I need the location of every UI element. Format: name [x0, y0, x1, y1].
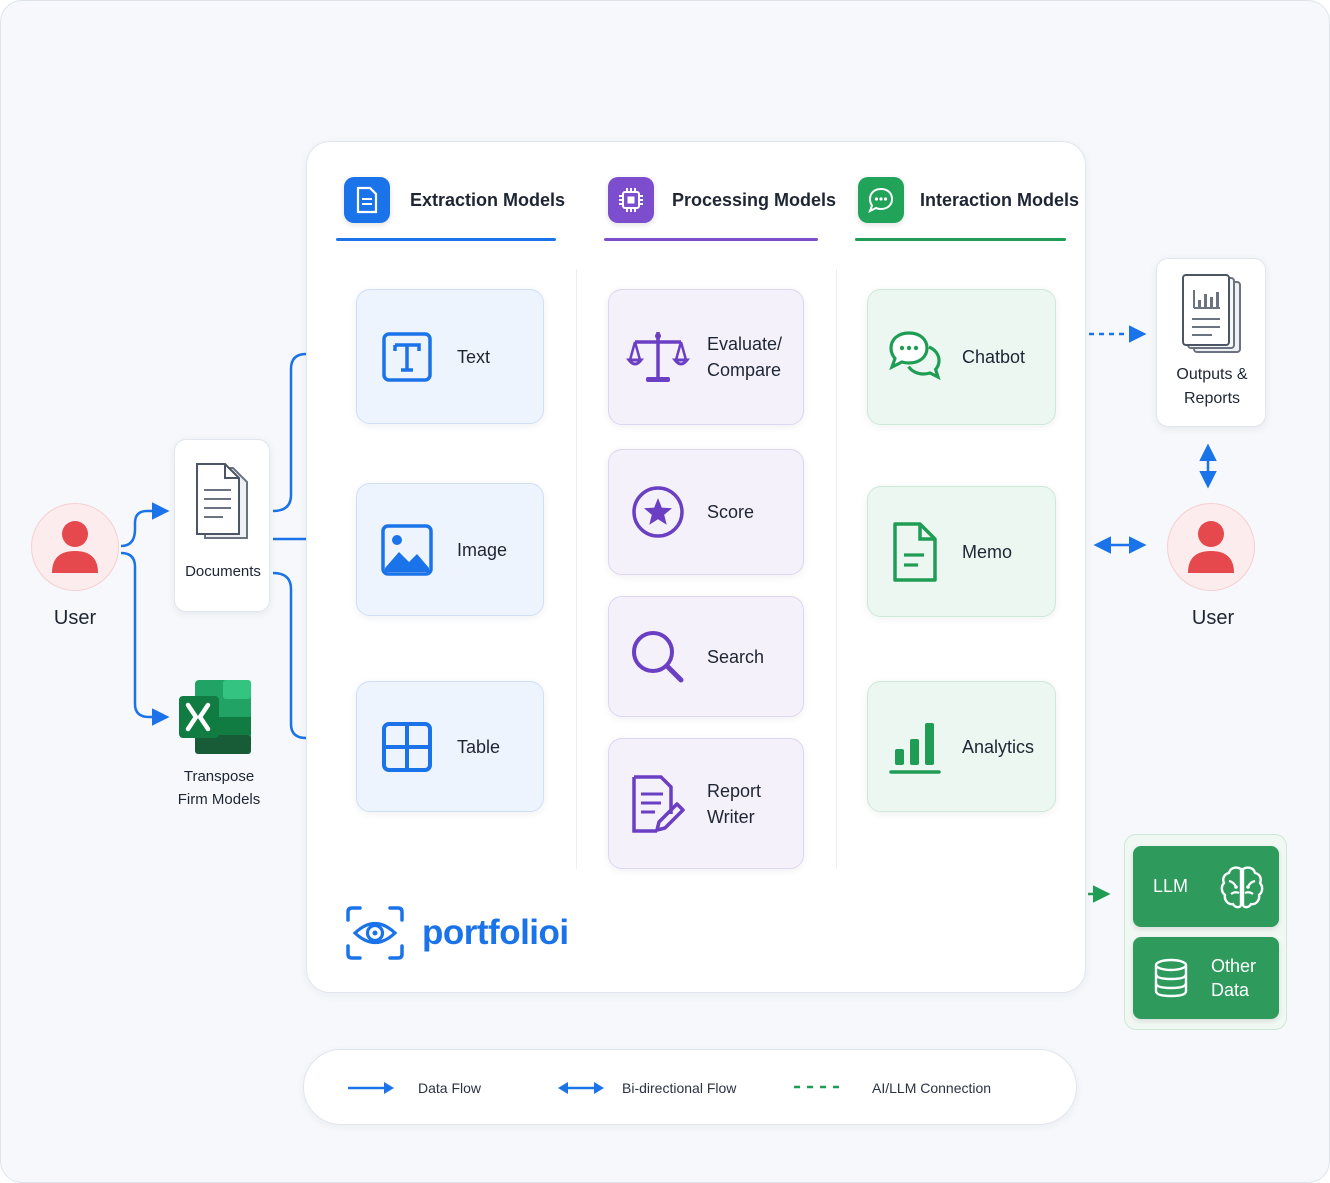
- header-processing: Processing Models: [608, 175, 836, 225]
- legend: Data Flow Bi-directional Flow AI/LLM Con…: [303, 1049, 1077, 1125]
- legend-bidirectional-label: Bi-directional Flow: [622, 1080, 737, 1096]
- header-interaction-title: Interaction Models: [920, 189, 1080, 210]
- card-chatbot-label: Chatbot: [962, 347, 1026, 367]
- chip-icon: [608, 177, 654, 223]
- bar-chart-icon: [868, 719, 962, 775]
- documents-card[interactable]: Documents: [174, 439, 270, 612]
- card-analytics[interactable]: Analytics: [867, 681, 1056, 812]
- user-icon: [52, 521, 98, 573]
- card-evaluate-label: Evaluate/ Compare: [707, 334, 783, 380]
- user-label-left: User: [53, 607, 97, 629]
- card-image[interactable]: Image: [356, 483, 544, 616]
- documents-label: Documents: [185, 563, 261, 580]
- arrow-user-documents: [120, 502, 170, 548]
- column-divider-2: [836, 269, 837, 869]
- user-label-right: User: [1191, 607, 1235, 629]
- user-icon: [1188, 521, 1234, 573]
- underline-interaction: [855, 238, 1066, 241]
- chat-bubbles-icon: [868, 330, 962, 384]
- card-text-label: Text: [457, 346, 491, 367]
- header-extraction-title: Extraction Models: [410, 189, 566, 210]
- card-evaluate-compare[interactable]: Evaluate/ Compare: [608, 289, 804, 425]
- legend-ai-connection-label: AI/LLM Connection: [872, 1080, 992, 1096]
- scales-icon: [609, 330, 707, 384]
- memo-icon: [868, 521, 962, 583]
- eye-scan-icon: [346, 906, 404, 960]
- brand-name: portfolioi: [422, 913, 569, 952]
- underline-extraction: [336, 238, 556, 241]
- llm-box[interactable]: LLM: [1133, 846, 1279, 927]
- legend-bidirectional-arrow: [558, 1082, 604, 1094]
- legend-data-flow-label: Data Flow: [418, 1080, 482, 1096]
- table-icon: [357, 721, 457, 772]
- card-table-label: Table: [457, 736, 501, 757]
- chat-icon: [858, 177, 904, 223]
- card-search[interactable]: Search: [608, 596, 804, 717]
- header-processing-title: Processing Models: [672, 189, 837, 210]
- card-report-writer-label: Report Writer: [707, 780, 762, 827]
- other-data-box[interactable]: Other Data: [1133, 937, 1279, 1019]
- excel-label: Transpose Firm Models: [177, 768, 261, 808]
- card-image-label: Image: [457, 539, 508, 560]
- card-memo-label: Memo: [962, 541, 1013, 562]
- report-stack-icon: [1182, 274, 1241, 353]
- magnifier-icon: [609, 629, 707, 685]
- card-text[interactable]: Text: [356, 289, 544, 424]
- card-memo[interactable]: Memo: [867, 486, 1056, 617]
- arrow-user-excel: [120, 551, 170, 726]
- user-avatar-left: [31, 503, 119, 591]
- card-score[interactable]: Score: [608, 449, 804, 575]
- report-edit-icon: [609, 774, 707, 834]
- card-score-label: Score: [707, 502, 755, 522]
- card-analytics-label: Analytics: [962, 736, 1035, 757]
- legend-ai-connection-line: [794, 1085, 846, 1089]
- header-extraction: Extraction Models: [344, 175, 565, 225]
- text-icon: [357, 331, 457, 382]
- star-badge-icon: [609, 485, 707, 539]
- header-interaction: Interaction Models: [858, 175, 1079, 225]
- arrow-documents-text: [272, 345, 355, 513]
- outputs-reports-card[interactable]: Outputs & Reports: [1156, 258, 1266, 427]
- document-icon: [344, 177, 390, 223]
- card-table[interactable]: Table: [356, 681, 544, 812]
- other-data-label: Other Data: [1211, 956, 1257, 1000]
- documents-icon: [196, 463, 248, 539]
- excel-icon[interactable]: [177, 678, 253, 756]
- legend-data-flow-arrow: [348, 1082, 394, 1094]
- column-divider-1: [576, 269, 577, 869]
- database-icon: [1154, 958, 1188, 998]
- image-icon: [357, 523, 457, 576]
- outputs-reports-label: Outputs & Reports: [1176, 366, 1248, 407]
- arrow-documents-table: [272, 571, 355, 747]
- underline-processing: [604, 238, 818, 241]
- llm-label: LLM: [1153, 876, 1189, 896]
- user-avatar-right: [1167, 503, 1255, 591]
- brand-logo: portfolioi: [346, 906, 569, 960]
- card-chatbot[interactable]: Chatbot: [867, 289, 1056, 425]
- brain-icon: [1220, 865, 1264, 908]
- card-search-label: Search: [707, 646, 765, 667]
- card-report-writer[interactable]: Report Writer: [608, 738, 804, 869]
